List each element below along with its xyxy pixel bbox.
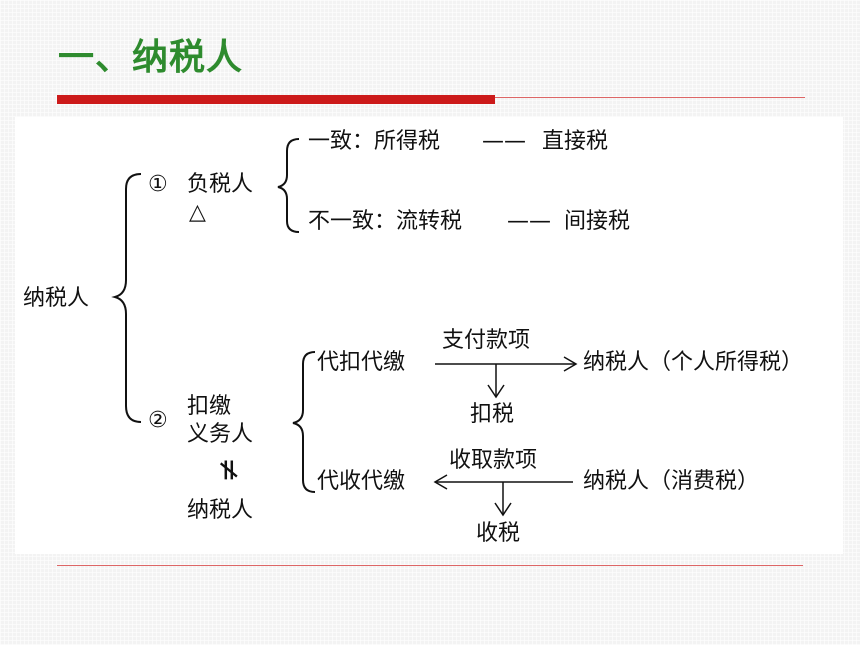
triangle-mark: △ [189, 200, 206, 225]
branch2-number: ② [148, 408, 168, 433]
case1-label: 一致：所得税 [308, 129, 441, 154]
diagram-panel: 纳税人 ① 负税人 △ 一致：所得税 —— 直接税 不一致：流转税 —— 间接税… [15, 117, 843, 554]
branch1-label: 负税人 [187, 172, 254, 197]
withhold-target: 纳税人（个人所得税） [583, 350, 804, 375]
root-label: 纳税人 [23, 286, 90, 311]
footer-rule [57, 565, 803, 566]
branch1-brace [277, 138, 300, 233]
not-equal-sign: ≠ [211, 457, 247, 483]
case2-label: 不一致：流转税 [308, 209, 463, 234]
collect-label: 代收代缴 [317, 469, 406, 494]
page-title: 一、纳税人 [58, 37, 244, 78]
branch1-number: ① [148, 172, 168, 197]
collect-target: 纳税人（消费税） [583, 469, 760, 494]
root-brace [111, 173, 142, 423]
withhold-arrow-label: 支付款项 [442, 328, 531, 353]
case2-result: 间接税 [564, 209, 631, 234]
collect-arrow-head [433, 474, 448, 490]
withhold-arrow-head [563, 356, 578, 372]
collect-down-head [494, 502, 512, 517]
case1-dash: —— [482, 129, 526, 154]
branch2-label-line3: 纳税人 [187, 498, 254, 523]
title-underline-thin [495, 97, 805, 98]
branch2-label-line1: 扣缴 [187, 394, 232, 419]
case2-dash: —— [507, 209, 551, 234]
withhold-down-label: 扣税 [470, 402, 515, 427]
title-underline-red [57, 95, 495, 104]
collect-down-label: 收税 [476, 521, 521, 546]
case1-result: 直接税 [542, 129, 609, 154]
collect-arrow-label: 收取款项 [449, 448, 538, 473]
diagram-lines [111, 138, 578, 517]
branch2-brace [292, 351, 316, 493]
branch2-label-line2: 义务人 [187, 422, 254, 447]
withhold-down-head [487, 384, 505, 399]
withhold-label: 代扣代缴 [317, 350, 406, 375]
